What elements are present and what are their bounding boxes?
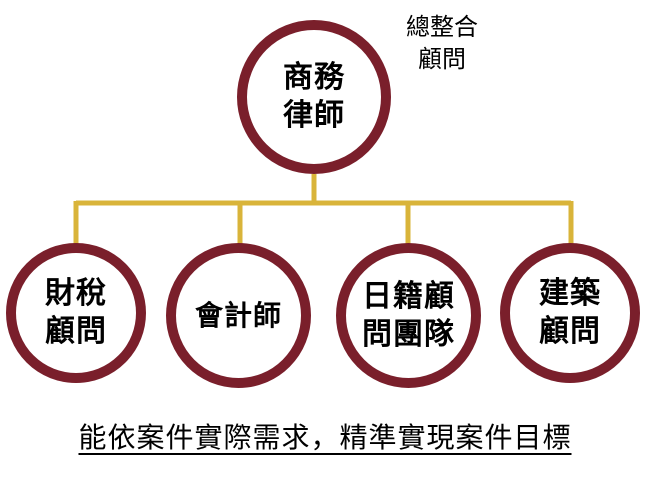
child-node-accountant: 會計師: [166, 243, 311, 388]
child-node-label-line: 問團隊: [362, 316, 455, 352]
child-node-label-line: 顧問: [45, 314, 107, 349]
footer-caption: 能依案件實際需求，精準實現案件目標: [78, 421, 572, 454]
child-node-label-line: 建築: [539, 276, 601, 311]
root-annotation-line-1: 總整合: [406, 13, 478, 41]
child-node-label-line: 日籍顧: [362, 278, 455, 314]
child-node-label-line: 顧問: [539, 314, 601, 349]
child-node-tax-advisor: 財稅 顧問: [6, 243, 146, 383]
root-annotation: 總整合 顧問: [396, 11, 488, 75]
root-node-business-lawyer: 商務 律師: [237, 20, 391, 174]
child-node-label-line: 會計師: [194, 298, 282, 332]
child-node-japanese-advisor-team: 日籍顧 問團隊: [336, 243, 481, 388]
root-node-label-line-2: 律師: [283, 98, 345, 133]
root-annotation-line-2: 顧問: [418, 45, 466, 73]
child-node-architecture-advisor: 建築 顧問: [500, 243, 640, 383]
root-node-label-line-1: 商務: [283, 60, 345, 95]
child-node-label-line: 財稅: [45, 276, 107, 311]
